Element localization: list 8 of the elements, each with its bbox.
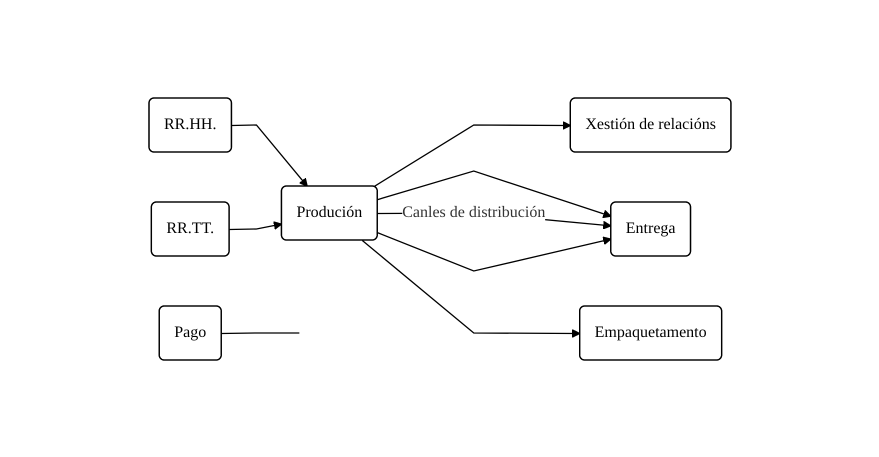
arrow: [377, 170, 612, 218]
arrow: [229, 220, 282, 230]
edge-label: Canles de distribución: [402, 204, 545, 220]
arrow: [231, 124, 308, 186]
arrow: [373, 120, 571, 187]
arrow: [377, 232, 612, 272]
connector: [221, 332, 299, 334]
arrow: [361, 240, 580, 338]
